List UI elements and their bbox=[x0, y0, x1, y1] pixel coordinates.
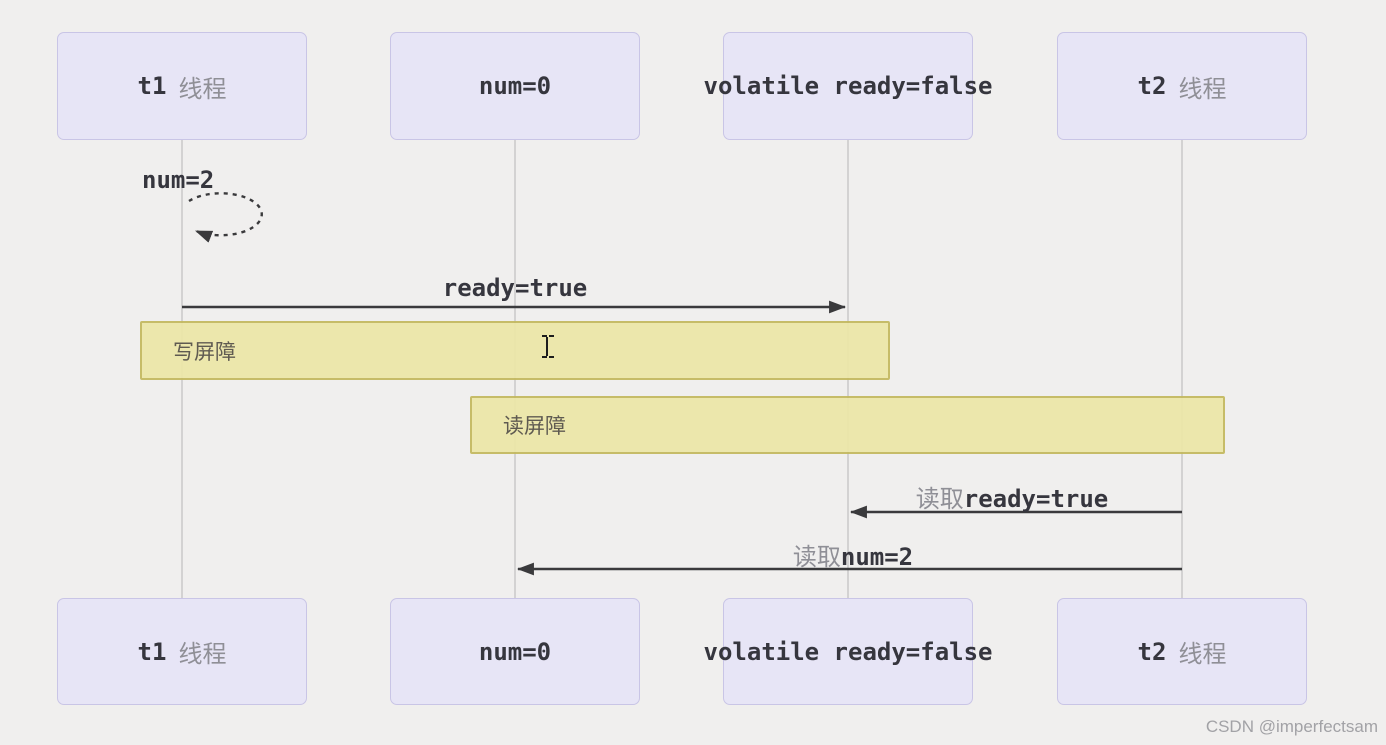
actor-num-label: num=0 bbox=[478, 72, 552, 100]
csdn-watermark: CSDN @imperfectsam bbox=[1205, 717, 1378, 736]
actor-t1-label-latin: t1 bbox=[137, 637, 167, 666]
actor-t2-top: t2 线程 bbox=[1057, 32, 1307, 140]
actor-t1-label-cjk: 线程 bbox=[178, 74, 227, 103]
actor-t2-label-cjk: 线程 bbox=[1178, 640, 1227, 668]
actor-num-bottom: num=0 bbox=[390, 598, 640, 705]
read-barrier-band: 读屏障 bbox=[470, 396, 1225, 454]
actor-t2-label-cjk: 线程 bbox=[1178, 74, 1227, 103]
label-write-ready-true: ready=true bbox=[442, 274, 588, 302]
read-barrier-label: 读屏障 bbox=[503, 414, 566, 438]
label-read-num: 读取num=2 bbox=[793, 537, 913, 572]
actor-num-top: num=0 bbox=[390, 32, 640, 140]
actor-t2-label-latin: t2 bbox=[1137, 637, 1167, 666]
label-read-num-prefix: 读取 bbox=[792, 543, 841, 571]
label-read-ready-true: 读取ready=true bbox=[916, 479, 1109, 514]
actor-t1-top: t1 线程 bbox=[57, 32, 307, 140]
actor-volatile-ready-bottom: volatile ready=false bbox=[704, 598, 993, 705]
label-read-ready-prefix: 读取 bbox=[915, 485, 964, 513]
label-read-num-value: num=2 bbox=[840, 543, 914, 571]
self-loop-num-assign-arrow bbox=[188, 192, 263, 243]
actor-volatile-ready-label: volatile ready=false bbox=[703, 72, 993, 100]
actor-num-label: num=0 bbox=[478, 637, 552, 666]
write-barrier-label: 写屏障 bbox=[173, 339, 236, 364]
actor-volatile-ready-label: volatile ready=false bbox=[703, 637, 993, 666]
write-barrier-band: 写屏障 bbox=[140, 321, 890, 380]
actor-volatile-ready-top: volatile ready=false bbox=[704, 32, 993, 140]
actor-t1-label-latin: t1 bbox=[137, 72, 167, 100]
actor-t2-label-latin: t2 bbox=[1137, 72, 1167, 100]
label-read-ready-value: ready=true bbox=[963, 485, 1109, 513]
actor-t1-bottom: t1 线程 bbox=[57, 598, 307, 705]
actor-t2-bottom: t2 线程 bbox=[1057, 598, 1307, 705]
label-num-assign: num=2 bbox=[142, 166, 215, 194]
actor-t1-label-cjk: 线程 bbox=[178, 640, 227, 668]
